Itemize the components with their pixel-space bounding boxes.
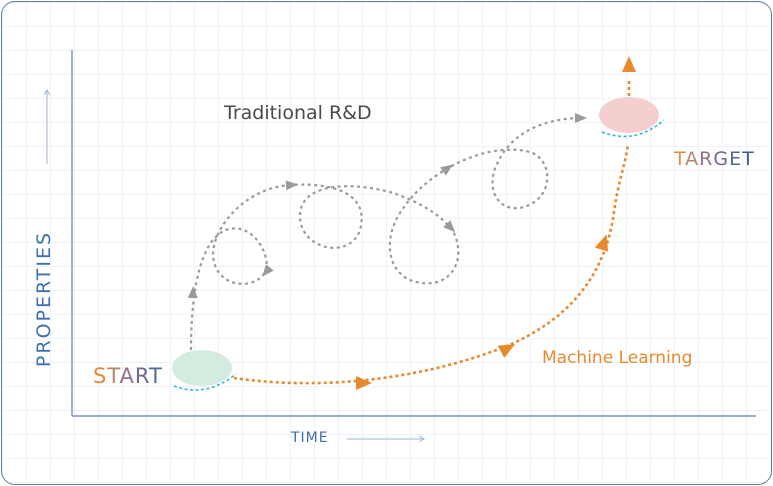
grey-arrow-6 — [575, 113, 587, 123]
target-letter: T — [742, 148, 755, 170]
y-axis-arrow — [43, 89, 51, 164]
x-axis-arrow — [347, 435, 425, 443]
orange-arrow-4 — [622, 56, 636, 72]
start-node-underline — [173, 373, 237, 391]
start-letter: R — [134, 364, 149, 388]
orange-arrow-3 — [594, 234, 609, 252]
grey-arrow-4 — [443, 220, 456, 233]
target-letter: R — [699, 148, 714, 170]
target-letter: T — [674, 148, 686, 170]
start-letter: T — [107, 364, 120, 388]
ml-arrowheads — [356, 56, 636, 390]
target-letter: E — [729, 148, 743, 170]
grey-arrow-1 — [187, 286, 198, 299]
orange-arrow-2 — [497, 344, 516, 358]
target-node-underline — [601, 119, 665, 138]
start-letter: S — [93, 364, 108, 388]
grey-arrow-5 — [440, 164, 453, 176]
grey-arrow-3 — [285, 180, 298, 191]
grey-arrow-2 — [262, 264, 274, 277]
start-label: START — [93, 364, 163, 388]
target-node — [599, 97, 659, 133]
orange-arrow-1 — [356, 376, 372, 390]
y-axis-label: PROPERTIES — [33, 230, 55, 368]
traditional-rd-label: Traditional R&D — [224, 102, 372, 124]
traditional-arrowheads — [187, 113, 587, 299]
x-axis-label: TIME — [291, 430, 329, 446]
target-letter: G — [713, 148, 730, 170]
start-letter: A — [119, 364, 135, 388]
start-letter: T — [149, 364, 163, 388]
target-label: TARGET — [674, 148, 755, 170]
start-node — [172, 350, 232, 386]
target-letter: A — [685, 148, 700, 170]
traditional-rd-path — [189, 116, 583, 351]
machine-learning-label: Machine Learning — [542, 348, 693, 368]
